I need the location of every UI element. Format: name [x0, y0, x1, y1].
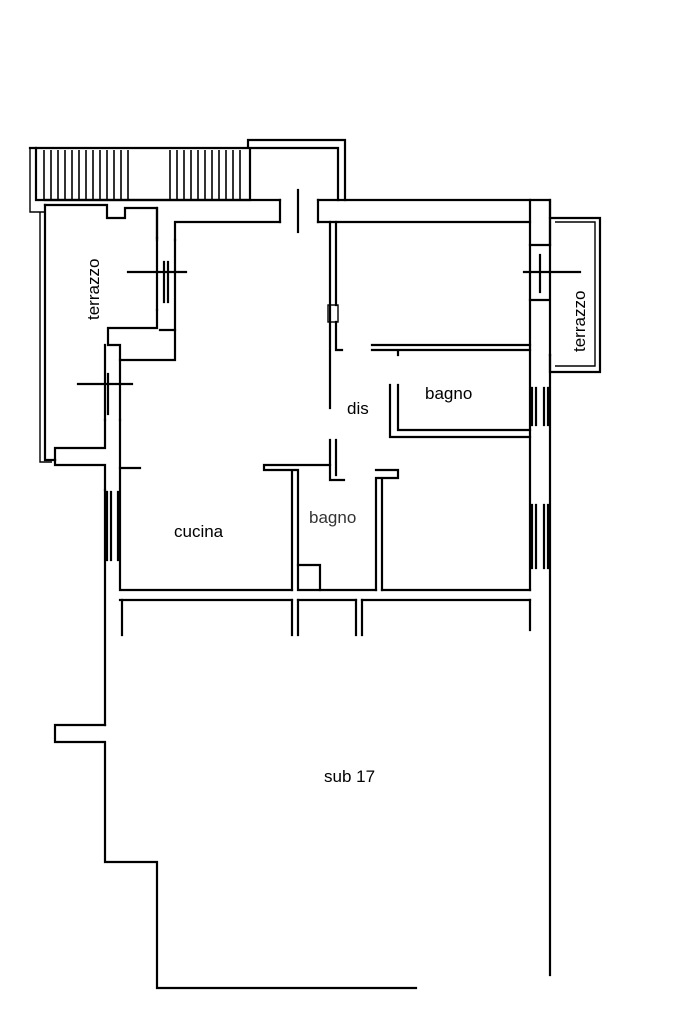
room-label-terrazzo-right: terrazzo [570, 291, 589, 352]
room-label-cucina: cucina [174, 522, 224, 541]
balcony-railing-top [28, 138, 347, 213]
right-exterior-wall [528, 298, 552, 977]
kitchen-walls [103, 466, 532, 727]
room-label-dis: dis [347, 399, 369, 418]
left-terrace-outline [39, 203, 188, 492]
apartment-outer-walls [43, 188, 552, 247]
room-label-bagno-upper: bagno [425, 384, 472, 403]
room-label-terrazzo-left: terrazzo [84, 259, 103, 320]
interior-walls [262, 220, 532, 592]
room-label-sub-17: sub 17 [324, 767, 375, 786]
room-label-bagno-lower: bagno [309, 508, 356, 527]
sub-17-outline [53, 598, 532, 990]
railing-bars [43, 150, 241, 199]
